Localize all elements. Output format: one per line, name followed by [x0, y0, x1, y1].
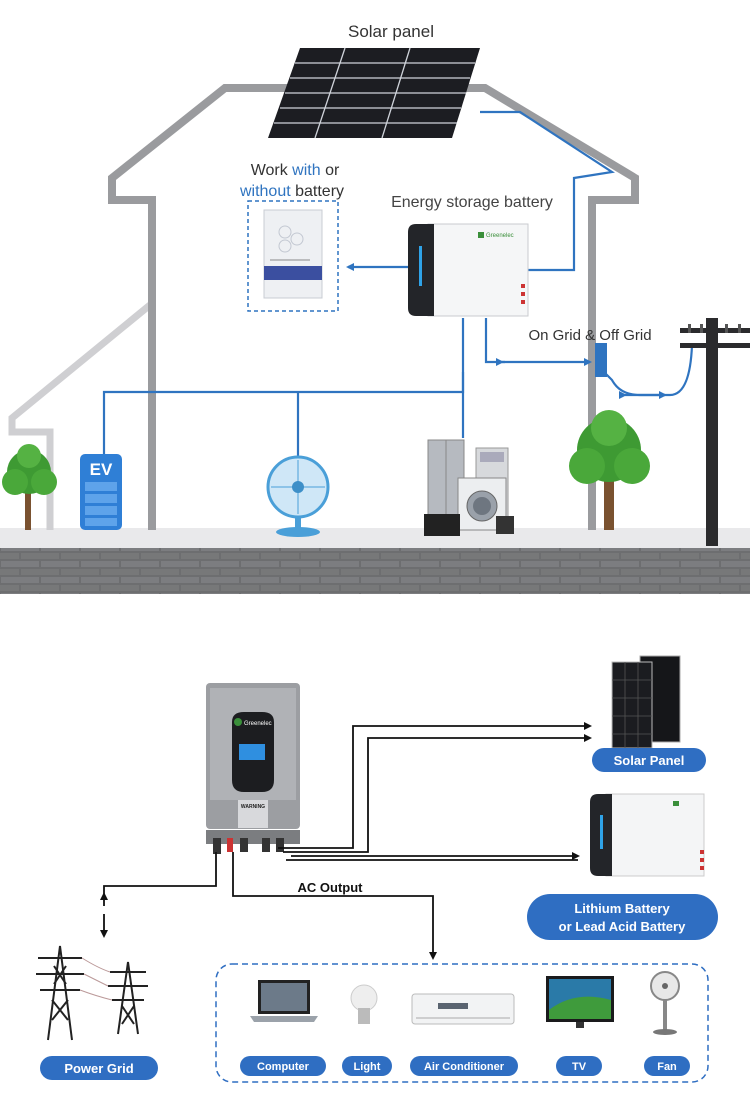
- bottom-scene: Greenelec WARNING AC Output Solar Panel: [36, 655, 718, 1083]
- neighbor-house-outline: [8, 302, 153, 530]
- house-outline: [108, 84, 639, 530]
- grid-switch: [595, 343, 607, 377]
- lithium-battery-icon: [590, 793, 705, 877]
- light-pill: [342, 1056, 392, 1076]
- work-with-label: Work with or: [251, 162, 340, 179]
- brick-wall: [0, 548, 750, 594]
- computer-pill: [240, 1056, 326, 1076]
- solar-panels-icon: [611, 655, 681, 749]
- loads-box: [215, 963, 709, 1083]
- inverter-warning: WARNING: [241, 804, 265, 810]
- tv-icon: [546, 976, 614, 1028]
- computer-icon: [250, 980, 318, 1022]
- light-bulb-icon: [350, 984, 378, 1024]
- without-battery-label: without battery: [239, 183, 344, 200]
- tv-pill: [556, 1056, 602, 1076]
- lithium-battery-label-1: Lithium Battery: [574, 901, 670, 916]
- appliances-icon: [424, 439, 514, 536]
- battery-brand: Greenelec: [486, 233, 514, 239]
- air-conditioner-pill: [410, 1056, 518, 1076]
- inverter-brand: Greenelec: [244, 721, 272, 727]
- tree-right: [569, 410, 650, 530]
- power-grid-label: Power Grid: [64, 1061, 133, 1076]
- fan-label: Fan: [657, 1061, 677, 1073]
- hybrid-inverter-top: [247, 200, 339, 312]
- computer-label: Computer: [257, 1061, 310, 1073]
- bottom-wiring: [100, 722, 592, 960]
- tree-left: [2, 444, 57, 530]
- energy-storage-battery: [408, 223, 529, 317]
- standing-fan-icon: [650, 971, 680, 1035]
- light-label: Light: [354, 1061, 381, 1073]
- lithium-battery-pill: [527, 894, 718, 940]
- solar-panel-pill-label: Solar Panel: [614, 753, 685, 768]
- power-grid-pill: [40, 1056, 158, 1080]
- ev-label: EV: [90, 460, 113, 479]
- power-grid-towers: [36, 945, 148, 1041]
- ev-charger: [80, 454, 122, 530]
- hybrid-inverter: [206, 683, 300, 854]
- on-off-grid-label: On Grid & Off Grid: [528, 327, 651, 344]
- solar-panel-label: Solar panel: [348, 22, 434, 41]
- wiring: [102, 110, 694, 458]
- air-conditioner-label: Air Conditioner: [424, 1061, 505, 1073]
- tv-label: TV: [572, 1061, 587, 1073]
- solar-panel-pill: [592, 748, 706, 772]
- fan-pill: [644, 1056, 690, 1076]
- top-scene: Solar panel Work with or without batt: [0, 22, 750, 594]
- air-conditioner-icon: [411, 993, 515, 1025]
- lithium-battery-label-2: or Lead Acid Battery: [559, 919, 686, 934]
- ground: [0, 528, 750, 550]
- utility-pole: [680, 318, 750, 546]
- energy-storage-label: Energy storage battery: [391, 194, 553, 211]
- ac-output-label: AC Output: [298, 880, 364, 895]
- fan-icon: [266, 455, 330, 537]
- solar-panel-roof: [268, 47, 480, 139]
